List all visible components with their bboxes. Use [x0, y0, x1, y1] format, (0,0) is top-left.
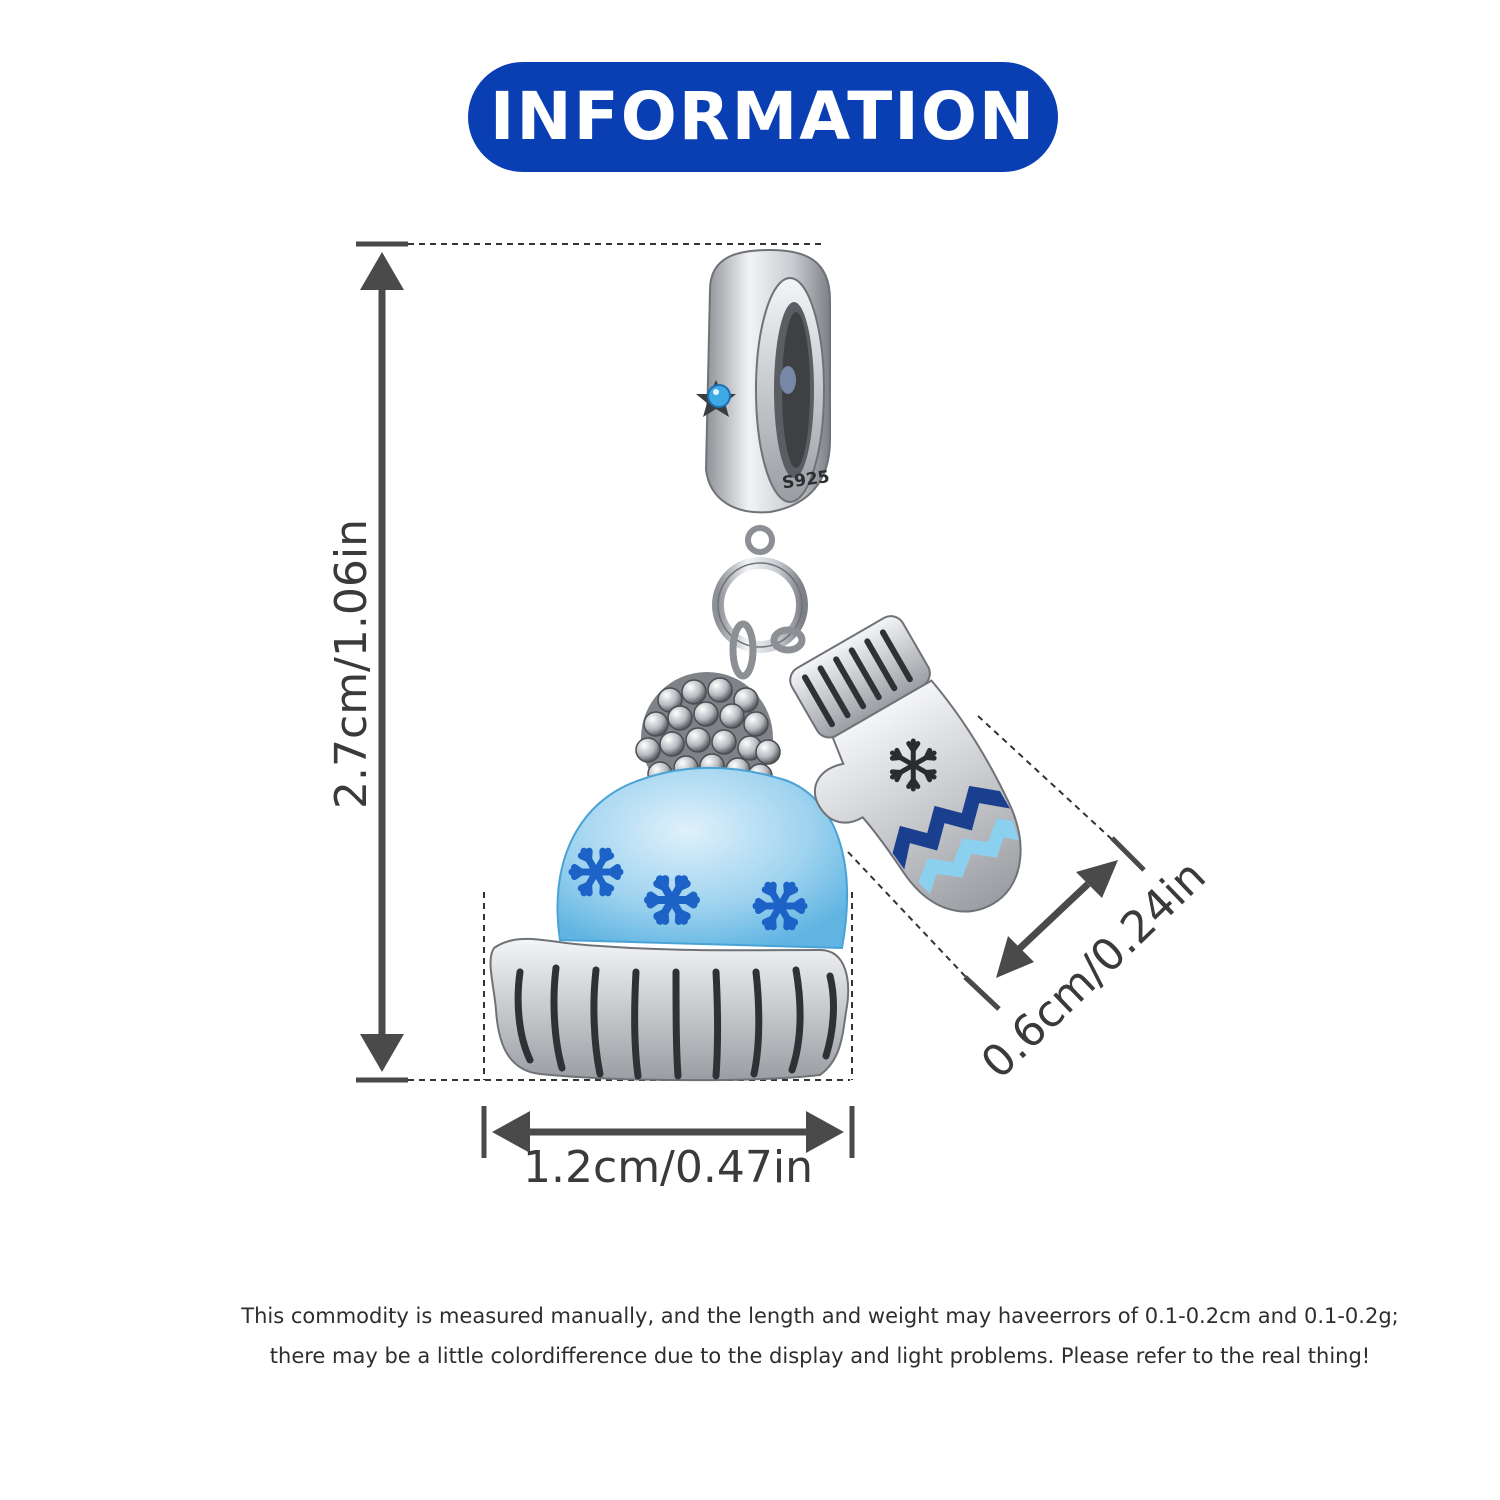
banner-title: INFORMATION: [489, 78, 1037, 155]
knit-hat-icon: [489, 672, 850, 1082]
depth-dimension: [847, 715, 1146, 1011]
mitten-icon: [789, 615, 1022, 913]
height-label: 2.7cm/1.06in: [326, 519, 377, 809]
mitten-navy-band: [892, 785, 1010, 870]
depth-lower-tick: [963, 975, 1001, 1011]
width-arrow-right: [806, 1111, 844, 1153]
disclaimer-line-1: This commodity is measured manually, and…: [241, 1304, 1399, 1328]
depth-upper-guide: [977, 715, 1131, 857]
blue-gem-icon: [707, 384, 731, 408]
brim-ribs: [514, 964, 837, 1080]
disclaimer: This commodity is measured manually, and…: [180, 1296, 1460, 1376]
height-arrow-up: [360, 252, 404, 290]
snowflake-icon: [644, 875, 700, 925]
width-arrow-left: [492, 1111, 530, 1153]
snowflake-icon: [752, 881, 808, 931]
snowflake-icon: [568, 847, 624, 897]
depth-arrow-shaft: [1015, 881, 1091, 953]
mitten-light-band: [918, 818, 1020, 894]
snowflake-icon: [889, 738, 937, 792]
height-arrow-down: [360, 1034, 404, 1072]
bead-spacer-icon: S925: [696, 248, 831, 514]
depth-arrow-upper: [1076, 860, 1118, 898]
width-label: 1.2cm/0.47in: [523, 1142, 813, 1193]
width-dimension: [481, 892, 855, 1158]
information-banner: INFORMATION: [468, 62, 1058, 172]
jump-ring-icon: [712, 525, 808, 680]
depth-arrow-lower: [996, 936, 1034, 978]
depth-upper-tick: [1110, 836, 1146, 872]
disclaimer-line-2: there may be a little colordifference du…: [269, 1344, 1371, 1368]
